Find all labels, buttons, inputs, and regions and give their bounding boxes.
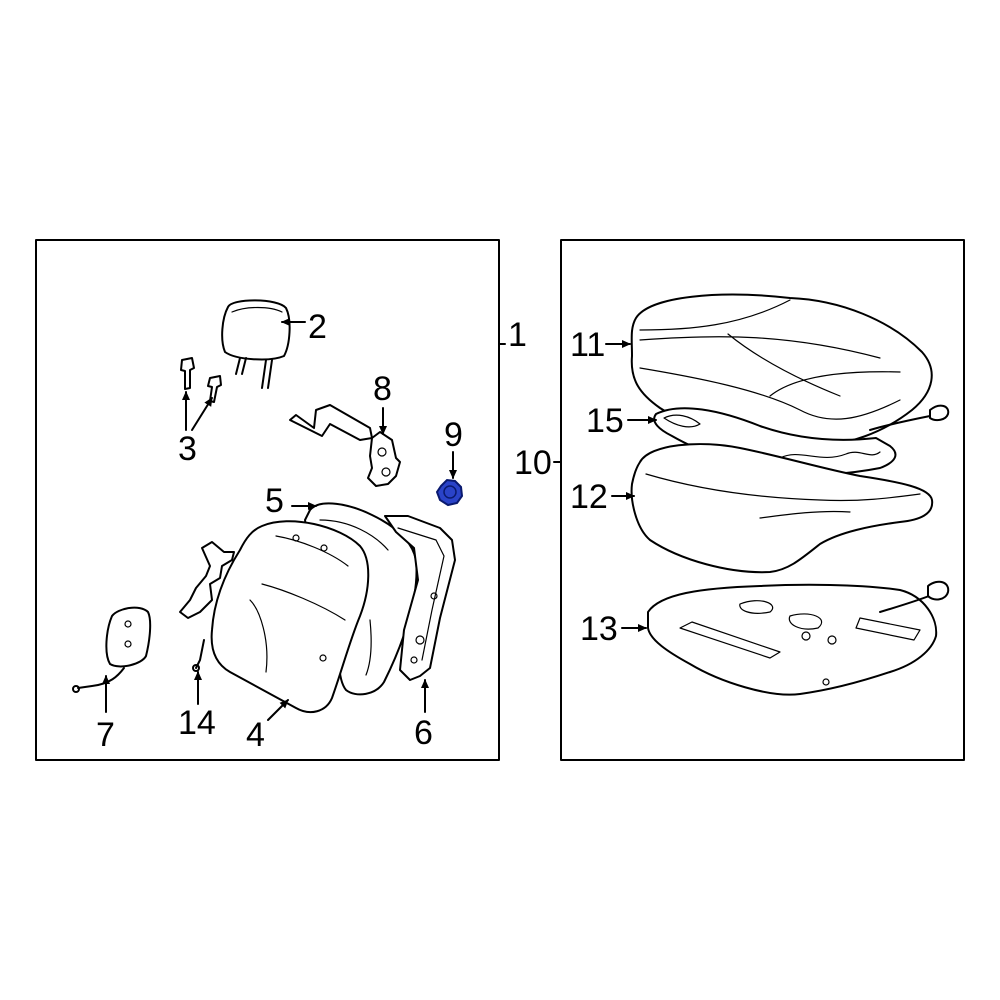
callout-2: 2 bbox=[308, 308, 327, 346]
seat-heater[interactable] bbox=[653, 404, 950, 477]
callout-15: 15 bbox=[586, 402, 624, 440]
seatback-panel-frame bbox=[35, 239, 500, 761]
callout-10: 10 bbox=[514, 444, 552, 482]
callout-14: 14 bbox=[178, 704, 216, 742]
leader-3b bbox=[191, 397, 213, 431]
headrest-guide[interactable] bbox=[180, 357, 222, 403]
callout-6: 6 bbox=[414, 714, 433, 752]
callout-8: 8 bbox=[373, 370, 392, 408]
side-cover[interactable] bbox=[72, 606, 152, 693]
callout-1: 1 bbox=[508, 316, 527, 354]
seatback-upper-frame[interactable] bbox=[289, 404, 401, 487]
headrest[interactable] bbox=[221, 299, 291, 389]
seatback-cover[interactable] bbox=[210, 520, 370, 714]
callout-11: 11 bbox=[570, 326, 605, 364]
callout-4: 4 bbox=[246, 716, 265, 754]
callout-13: 13 bbox=[580, 610, 618, 648]
callout-7: 7 bbox=[96, 716, 115, 754]
recliner-knob[interactable] bbox=[435, 478, 464, 507]
callout-3: 3 bbox=[178, 430, 197, 468]
seatback-frame[interactable] bbox=[384, 515, 456, 681]
seat-cushion-frame[interactable] bbox=[647, 580, 950, 696]
seat-cushion-pad[interactable] bbox=[630, 443, 934, 574]
callout-12: 12 bbox=[570, 478, 608, 516]
leader-4 bbox=[267, 699, 289, 721]
cushion-panel-frame bbox=[560, 239, 965, 761]
callout-9: 9 bbox=[444, 416, 463, 454]
callout-5: 5 bbox=[265, 482, 284, 520]
